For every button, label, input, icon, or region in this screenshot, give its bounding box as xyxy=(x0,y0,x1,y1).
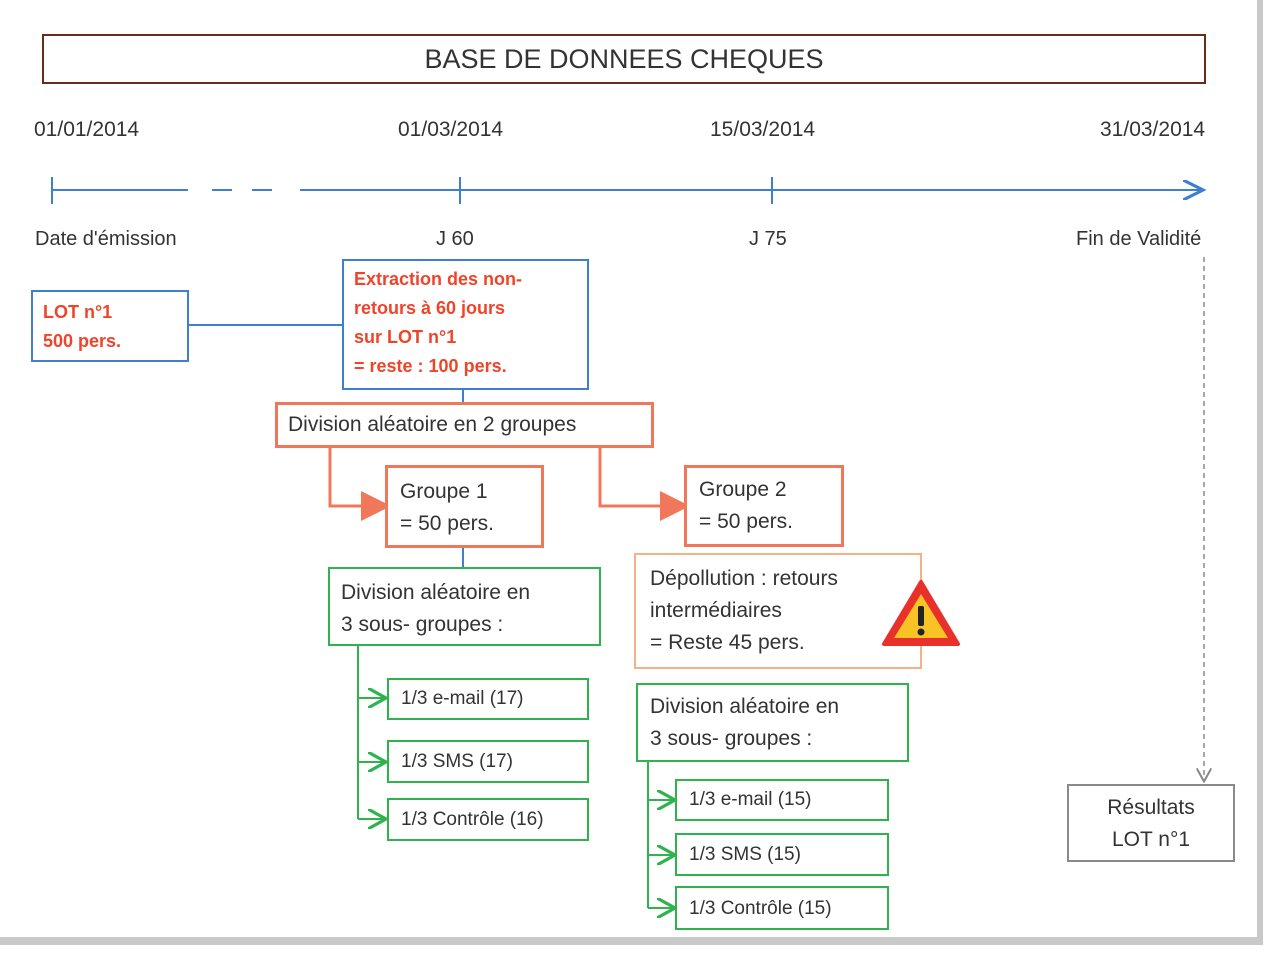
division-2-groupes: Division aléatoire en 2 groupes xyxy=(275,402,654,448)
g2-subgroup-sms: 1/3 SMS (15) xyxy=(675,833,889,876)
lot-line2: 500 pers. xyxy=(43,331,122,351)
date-j75: 15/03/2014 xyxy=(710,118,816,141)
g2-subgroup-controle: 1/3 Contrôle (15) xyxy=(675,886,889,930)
resultats-line2: LOT n°1 xyxy=(1111,828,1191,851)
label-j60: J 60 xyxy=(436,228,474,250)
groupe-1-box: Groupe 1 = 50 pers. xyxy=(385,465,544,548)
extraction-line1: Extraction des non- xyxy=(354,269,523,289)
depollution-line2: intermédiaires xyxy=(650,599,782,622)
depollution-line3: = Reste 45 pers. xyxy=(650,631,805,654)
date-j60: 01/03/2014 xyxy=(398,118,504,141)
extraction-line2: retours à 60 jours xyxy=(354,298,506,318)
date-fin-validite: 31/03/2014 xyxy=(1100,118,1206,141)
division-3-g1-line2: 3 sous- groupes : xyxy=(341,613,504,636)
g1-subgroup-controle: 1/3 Contrôle (16) xyxy=(387,798,589,841)
resultats-box: Résultats LOT n°1 xyxy=(1067,784,1235,862)
division-3-sous-groupes-g2: Division aléatoire en 3 sous- groupes : xyxy=(636,683,909,762)
warning-icon xyxy=(882,580,960,646)
extraction-line4: = reste : 100 pers. xyxy=(354,356,507,376)
page-title: BASE DE DONNEES CHEQUES xyxy=(42,34,1206,84)
date-emission: 01/01/2014 xyxy=(34,118,140,141)
groupe-2-line2: = 50 pers. xyxy=(699,510,793,533)
extraction-box: Extraction des non- retours à 60 jours s… xyxy=(342,259,589,390)
depollution-box: Dépollution : retours intermédiaires = R… xyxy=(634,553,922,669)
timeline-axis xyxy=(51,177,1203,204)
lot-box: LOT n°1 500 pers. xyxy=(31,290,189,362)
division-3-g2-line1: Division aléatoire en xyxy=(650,695,840,718)
label-date-emission: Date d'émission xyxy=(35,228,177,250)
resultats-line1: Résultats xyxy=(1107,796,1195,819)
groupe-1-line1: Groupe 1 xyxy=(400,480,488,503)
label-fin-validite: Fin de Validité xyxy=(1076,228,1202,250)
extraction-line3: sur LOT n°1 xyxy=(354,327,457,347)
g2-subgroup-email: 1/3 e-mail (15) xyxy=(675,779,889,821)
division-3-sous-groupes-g1: Division aléatoire en 3 sous- groupes : xyxy=(328,567,601,646)
groupe-1-line2: = 50 pers. xyxy=(400,512,494,535)
depollution-line1: Dépollution : retours xyxy=(650,567,838,590)
lot-line1: LOT n°1 xyxy=(43,302,113,322)
g1-subgroup-email: 1/3 e-mail (17) xyxy=(387,678,589,720)
label-j75: J 75 xyxy=(749,228,787,250)
division-3-g1-line1: Division aléatoire en xyxy=(341,581,531,604)
g1-subgroup-sms: 1/3 SMS (17) xyxy=(387,740,589,783)
division-3-g2-line2: 3 sous- groupes : xyxy=(650,727,813,750)
groupe-2-box: Groupe 2 = 50 pers. xyxy=(684,465,844,547)
groupe-2-line1: Groupe 2 xyxy=(699,478,787,501)
